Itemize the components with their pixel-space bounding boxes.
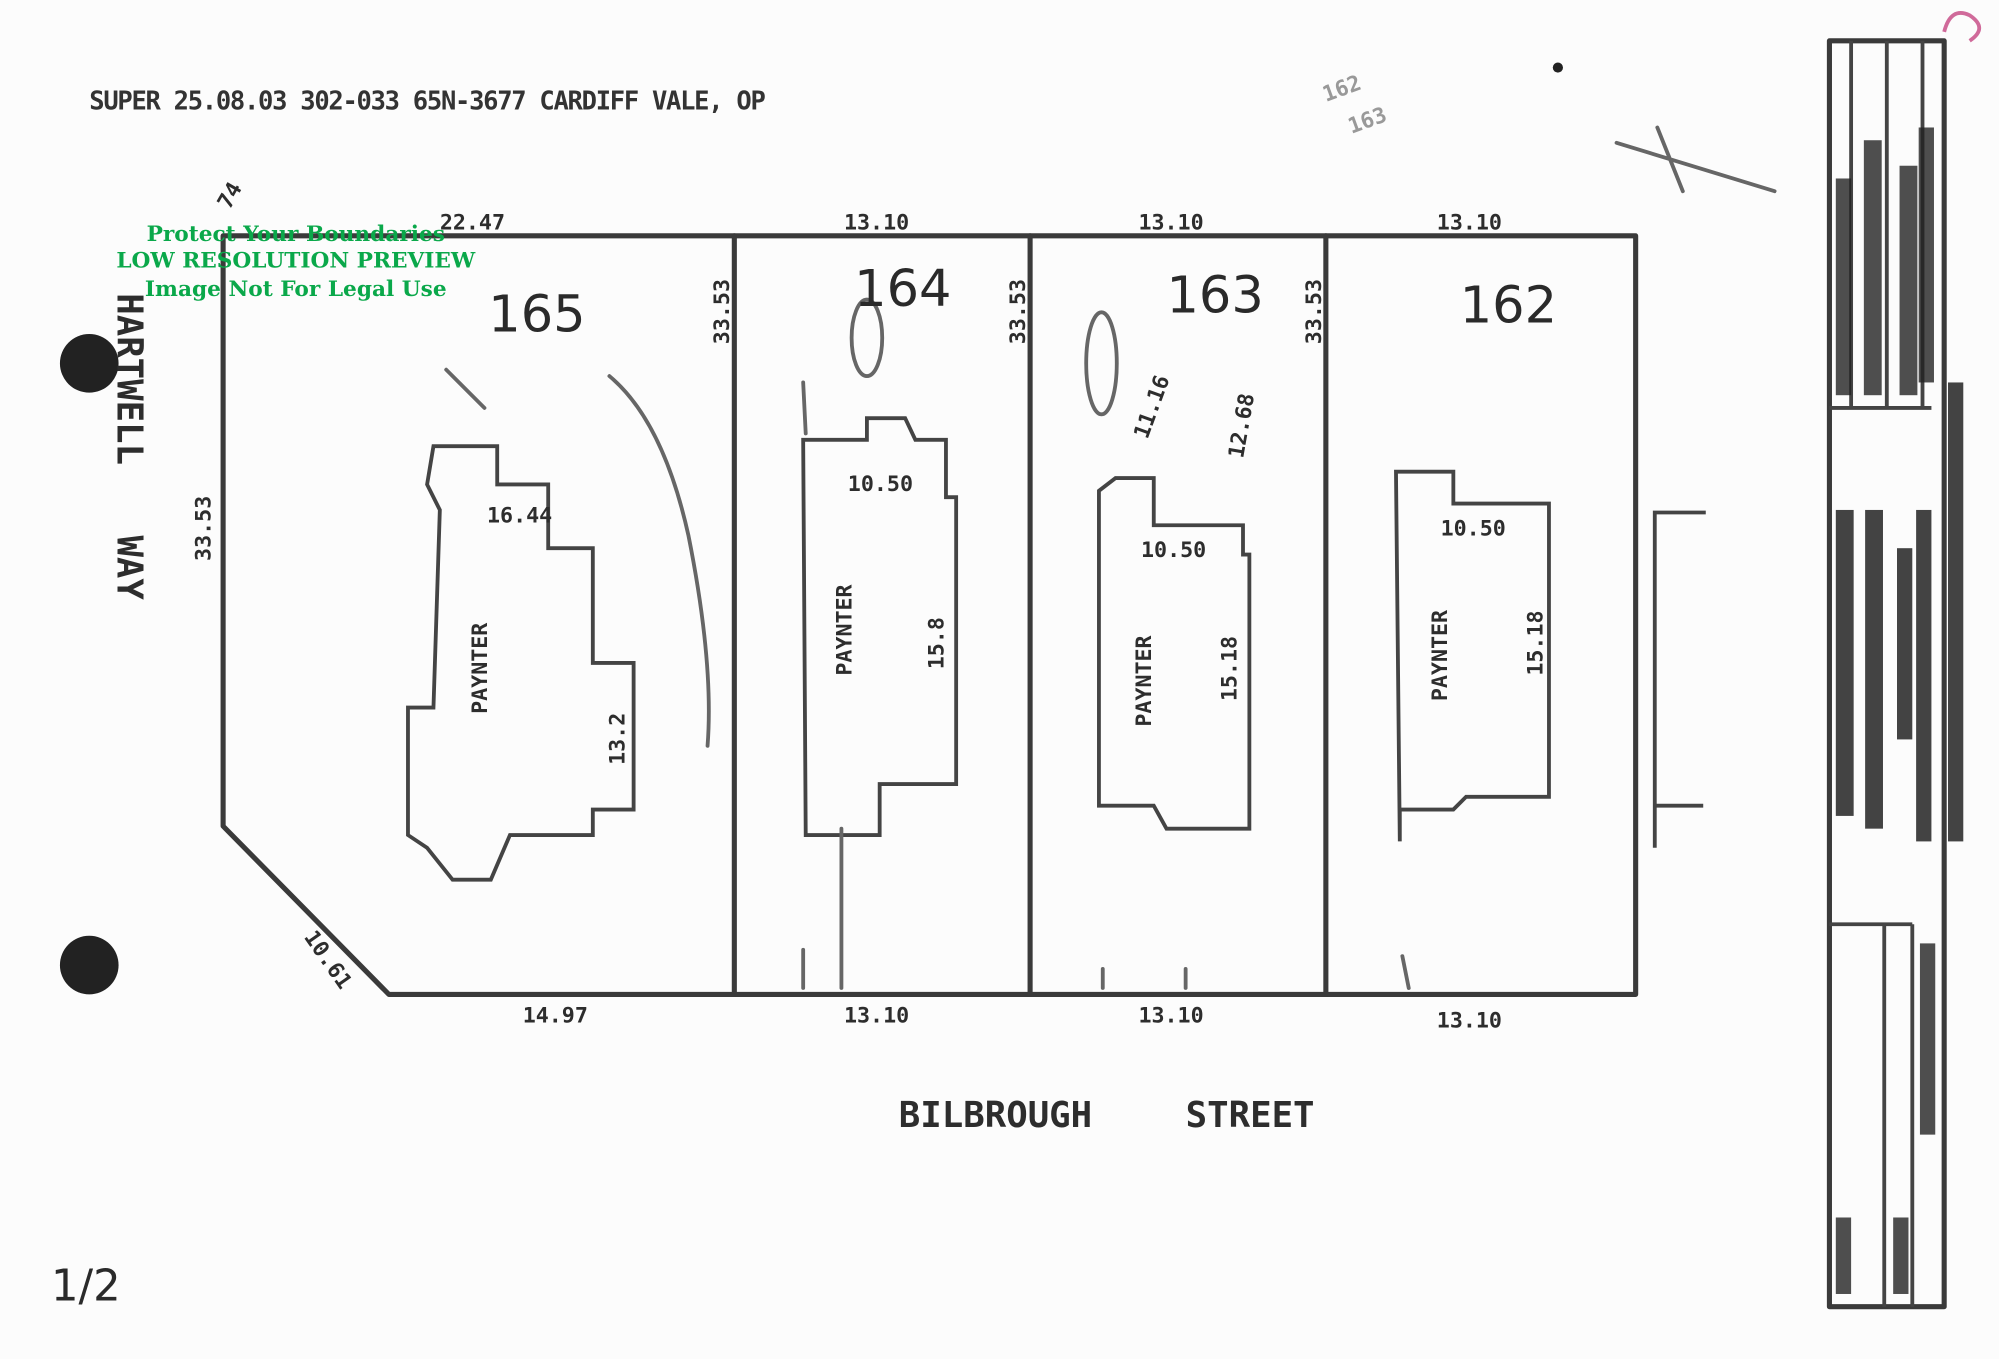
handwritten-dim: 12.68 <box>1224 391 1260 460</box>
watermark-line-3: Image Not For Legal Use <box>145 277 447 302</box>
building-163 <box>1097 476 1252 831</box>
dim-164-frontage: 13.10 <box>844 1003 909 1028</box>
note-163: 163 <box>1345 103 1390 140</box>
front-street-type: STREET <box>1186 1095 1315 1136</box>
lot-number-163: 163 <box>1167 266 1264 325</box>
page-mark: 1/2 <box>51 1261 121 1311</box>
watermark: Protect Your Boundaries LOW RESOLUTION P… <box>116 222 476 302</box>
dim-162-side: 33.53 <box>1302 279 1327 344</box>
dim-163-side: 33.53 <box>1006 279 1031 344</box>
building-164 <box>801 416 959 837</box>
punch-hole <box>59 334 119 393</box>
lot-number-162: 162 <box>1460 277 1557 336</box>
dim-164-side: 33.53 <box>710 279 735 344</box>
dim-162-frontage: 13.10 <box>1437 1009 1502 1034</box>
building-name-163: PAYNTER <box>1132 634 1157 726</box>
building-depth-165: 13.2 <box>606 713 631 765</box>
dim-162-rear: 13.10 <box>1437 210 1502 235</box>
dim-165-frontage: 14.97 <box>523 1003 588 1028</box>
lot-boundaries <box>220 233 1639 997</box>
dim-163-frontage: 13.10 <box>1138 1003 1203 1028</box>
watermark-line-2: LOW RESOLUTION PREVIEW <box>116 249 476 274</box>
building-name-164: PAYNTER <box>833 583 858 675</box>
building-depth-162: 15.18 <box>1524 610 1549 675</box>
watermark-line-1: Protect Your Boundaries <box>147 222 445 247</box>
dim-165-side: 33.53 <box>191 496 216 561</box>
building-165 <box>406 444 636 882</box>
dim-165-splay: 10.61 <box>299 926 357 994</box>
plan-reference: SUPER 25.08.03 302-033 65N-3677 CARDIFF … <box>89 87 765 117</box>
building-dim-165: 16.44 <box>487 504 552 529</box>
handwritten-marks <box>444 11 1982 990</box>
punch-hole <box>59 935 119 995</box>
dim-164-rear: 13.10 <box>844 210 909 235</box>
building-dim-164: 10.50 <box>848 472 913 497</box>
building-162 <box>1394 469 1551 842</box>
dim-163-rear: 13.10 <box>1138 210 1203 235</box>
front-street-name: BILBROUGH <box>899 1095 1092 1136</box>
handwritten-dim: 11.16 <box>1130 372 1176 442</box>
building-depth-163: 15.18 <box>1218 636 1243 701</box>
side-street-type: WAY <box>108 535 149 600</box>
note-162: 162 <box>1319 71 1364 108</box>
building-dim-163: 10.50 <box>1141 538 1206 563</box>
dim-165-rear: 22.47 <box>440 210 505 235</box>
lot-number-165: 165 <box>488 285 585 344</box>
corner-mark: 74 <box>213 178 248 213</box>
building-dim-162: 10.50 <box>1441 516 1506 541</box>
building-name-162: PAYNTER <box>1428 609 1453 701</box>
building-depth-164: 15.8 <box>924 617 949 669</box>
buildings <box>406 416 1706 882</box>
title-block <box>1826 38 1964 1310</box>
side-street-name: HARTWELL <box>108 293 149 465</box>
pink-mark <box>1942 11 1982 43</box>
building-name-165: PAYNTER <box>468 622 493 714</box>
dot-mark <box>1552 62 1563 73</box>
lot-number-164: 164 <box>854 260 951 319</box>
